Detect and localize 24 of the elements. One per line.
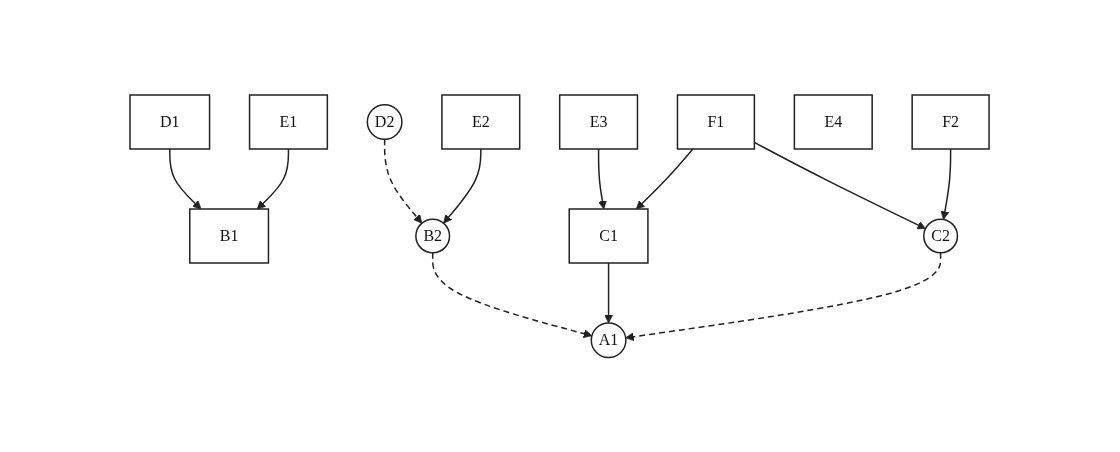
arrow <box>941 147 952 220</box>
node-box: F2 <box>911 93 991 150</box>
arrow <box>257 147 290 210</box>
arrow <box>754 141 927 229</box>
arrow <box>384 138 423 224</box>
node-circle: C2 <box>923 218 959 254</box>
node-circle: D2 <box>367 103 404 140</box>
arrow <box>604 261 614 324</box>
arrow <box>636 147 695 210</box>
node-box: C1 <box>568 207 650 264</box>
node-box: B1 <box>189 207 270 264</box>
node-box: E1 <box>249 93 329 150</box>
arrow <box>443 147 482 224</box>
node-box: E4 <box>794 93 874 150</box>
node-box: E3 <box>559 93 639 150</box>
arrow <box>432 251 593 338</box>
node-box: D1 <box>129 93 211 150</box>
arrow <box>625 251 942 341</box>
node-circle: B2 <box>415 218 451 254</box>
arrow <box>169 147 202 210</box>
node-box: F1 <box>677 93 756 150</box>
node-circle: A1 <box>591 321 628 359</box>
arrow <box>598 147 608 210</box>
node-box: E2 <box>441 93 521 150</box>
